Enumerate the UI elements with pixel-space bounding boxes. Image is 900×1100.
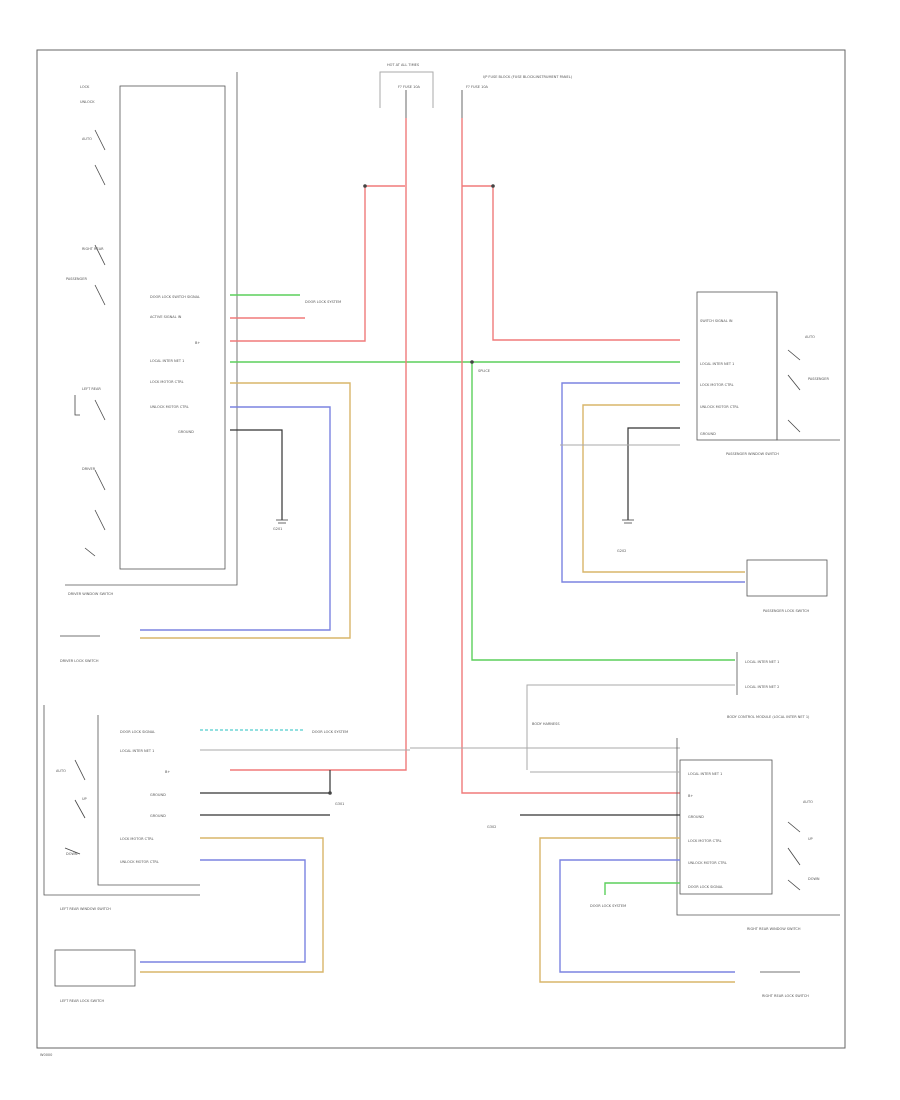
driver-pin-4: LOCK MOTOR CTRL [150,380,184,384]
left-rear-pin-2: B+ [165,770,170,774]
right-rear-pin-3: LOCK MOTOR CTRL [688,839,722,843]
passenger-side-1: PASSENGER [808,377,829,381]
driver-side-3: PASSENGER [66,277,87,281]
right-rear-switch-title: RIGHT REAR WINDOW SWITCH [747,927,801,931]
passenger-pin-2: LOCK MOTOR CTRL [700,383,734,387]
fuse-block-desc: I/P FUSE BLOCK (FUSE BLOCK-INSTRUMENT PA… [483,75,573,79]
right-rear-pin-5: DOOR LOCK SIGNAL [688,885,723,889]
passenger-side-0: AUTO [805,335,815,339]
driver-pin-3: LOCAL INTER NET 1 [150,359,184,363]
bcm-pin-1: LOCAL INTER NET 2 [745,685,779,689]
splice-note: SPLICE [478,369,490,373]
right-rear-lock-switch: RIGHT REAR LOCK SWITCH [760,971,809,998]
fuse-right-label: F? FUSE 10A [466,85,489,89]
right-rear-pin-4: UNLOCK MOTOR CTRL [688,861,727,865]
driver-wires: G201 DOOR LOCK SYSTEM [140,185,680,639]
driver-side-5: LEFT REAR [82,387,101,391]
left-rear-ground-label: G301 [335,802,344,806]
driver-pin-5: UNLOCK MOTOR CTRL [150,405,189,409]
left-rear-side-2: DOWN [66,852,78,856]
left-rear-side-0: AUTO [56,769,66,773]
splice-dots [328,184,495,795]
main-feeds: SPLICE [230,118,735,794]
left-rear-pin-4: GROUND [150,814,166,818]
passenger-pin-4: GROUND [700,432,716,436]
body-harness-note: BODY HARNESS [532,722,560,726]
bcm-title: BODY CONTROL MODULE (LOCAL INTER NET 1) [727,715,810,719]
right-rear-window-switch: RIGHT REAR WINDOW SWITCH LOCAL INTER NET… [676,738,840,931]
left-rear-pin-3: GROUND [150,793,166,797]
left-rear-wires: G301 DOOR LOCK SYSTEM [140,729,410,973]
fuse-left-label: F? FUSE 10A [398,85,421,89]
driver-side-0: LOCK [80,85,90,89]
left-rear-switch-title: LEFT REAR WINDOW SWITCH [60,907,111,911]
right-rear-lock-note: DOOR LOCK SYSTEM [590,904,626,908]
driver-window-switch: DRIVER WINDOW SWITCH DOOR LOCK SWITCH SI… [65,72,238,596]
driver-lock-switch-title: DRIVER LOCK SWITCH [60,659,99,663]
passenger-lock-switch: PASSENGER LOCK SWITCH [746,559,828,613]
left-rear-lock-note: DOOR LOCK SYSTEM [312,730,348,734]
passenger-window-switch: PASSENGER WINDOW SWITCH SWITCH SIGNAL IN… [696,291,840,456]
right-rear-pin-2: GROUND [688,815,704,819]
driver-side-2: AUTO [82,137,92,141]
right-rear-ground-label: G302 [487,825,496,829]
right-rear-pin-0: LOCAL INTER NET 1 [688,772,722,776]
left-rear-pin-5: LOCK MOTOR CTRL [120,837,154,841]
left-rear-lock-title: LEFT REAR LOCK SWITCH [60,999,104,1003]
driver-pin-1: ACTIVE SIGNAL IN [150,315,182,319]
driver-lock-switch: DRIVER LOCK SWITCH [60,635,100,663]
passenger-pin-3: UNLOCK MOTOR CTRL [700,405,739,409]
driver-side-1: UNLOCK [80,100,95,104]
right-rear-side-2: DOWN [808,877,820,881]
fuse-block-title: HOT AT ALL TIMES [387,63,420,67]
driver-pin-6: GROUND [178,430,194,434]
left-rear-lock-switch: LEFT REAR LOCK SWITCH [54,949,136,1003]
right-rear-side-1: UP [808,837,813,841]
right-rear-pin-1: B+ [688,794,693,798]
passenger-pin-1: LOCAL INTER NET 1 [700,362,734,366]
left-rear-pin-1: LOCAL INTER NET 1 [120,749,154,753]
driver-ground-label: G201 [273,527,282,531]
driver-lock-system-note: DOOR LOCK SYSTEM [305,300,341,304]
driver-side-4: RIGHT REAR [82,247,104,251]
driver-pin-2: B+ [195,341,200,345]
footer-code: W0000 [40,1053,52,1057]
fuse-block: HOT AT ALL TIMES F? FUSE 10A F? FUSE 10A… [379,63,573,118]
passenger-pin-0: SWITCH SIGNAL IN [700,319,733,323]
passenger-switch-title: PASSENGER WINDOW SWITCH [726,452,779,456]
driver-side-6: DRIVER [82,467,96,471]
ground-symbols [276,519,634,524]
right-rear-lock-title: RIGHT REAR LOCK SWITCH [762,994,809,998]
left-rear-side-1: UP [82,797,87,801]
right-rear-side-0: AUTO [803,800,813,804]
diagram-frame [36,49,846,1049]
left-rear-pin-6: UNLOCK MOTOR CTRL [120,860,159,864]
driver-switch-title: DRIVER WINDOW SWITCH [68,592,114,596]
left-rear-window-switch: LEFT REAR WINDOW SWITCH DOOR LOCK SIGNAL… [43,705,200,911]
right-rear-wires: G302 DOOR LOCK SYSTEM [487,771,735,983]
bcm-pin-0: LOCAL INTER NET 1 [745,660,779,664]
passenger-wires: G202 [560,382,745,583]
driver-pin-0: DOOR LOCK SWITCH SIGNAL [150,295,200,299]
body-control-module: LOCAL INTER NET 1 LOCAL INTER NET 2 BODY… [410,652,810,770]
passenger-lock-switch-title: PASSENGER LOCK SWITCH [763,609,810,613]
passenger-ground-label: G202 [617,549,626,553]
left-rear-pin-0: DOOR LOCK SIGNAL [120,730,155,734]
driver-switch-contacts [74,129,106,557]
